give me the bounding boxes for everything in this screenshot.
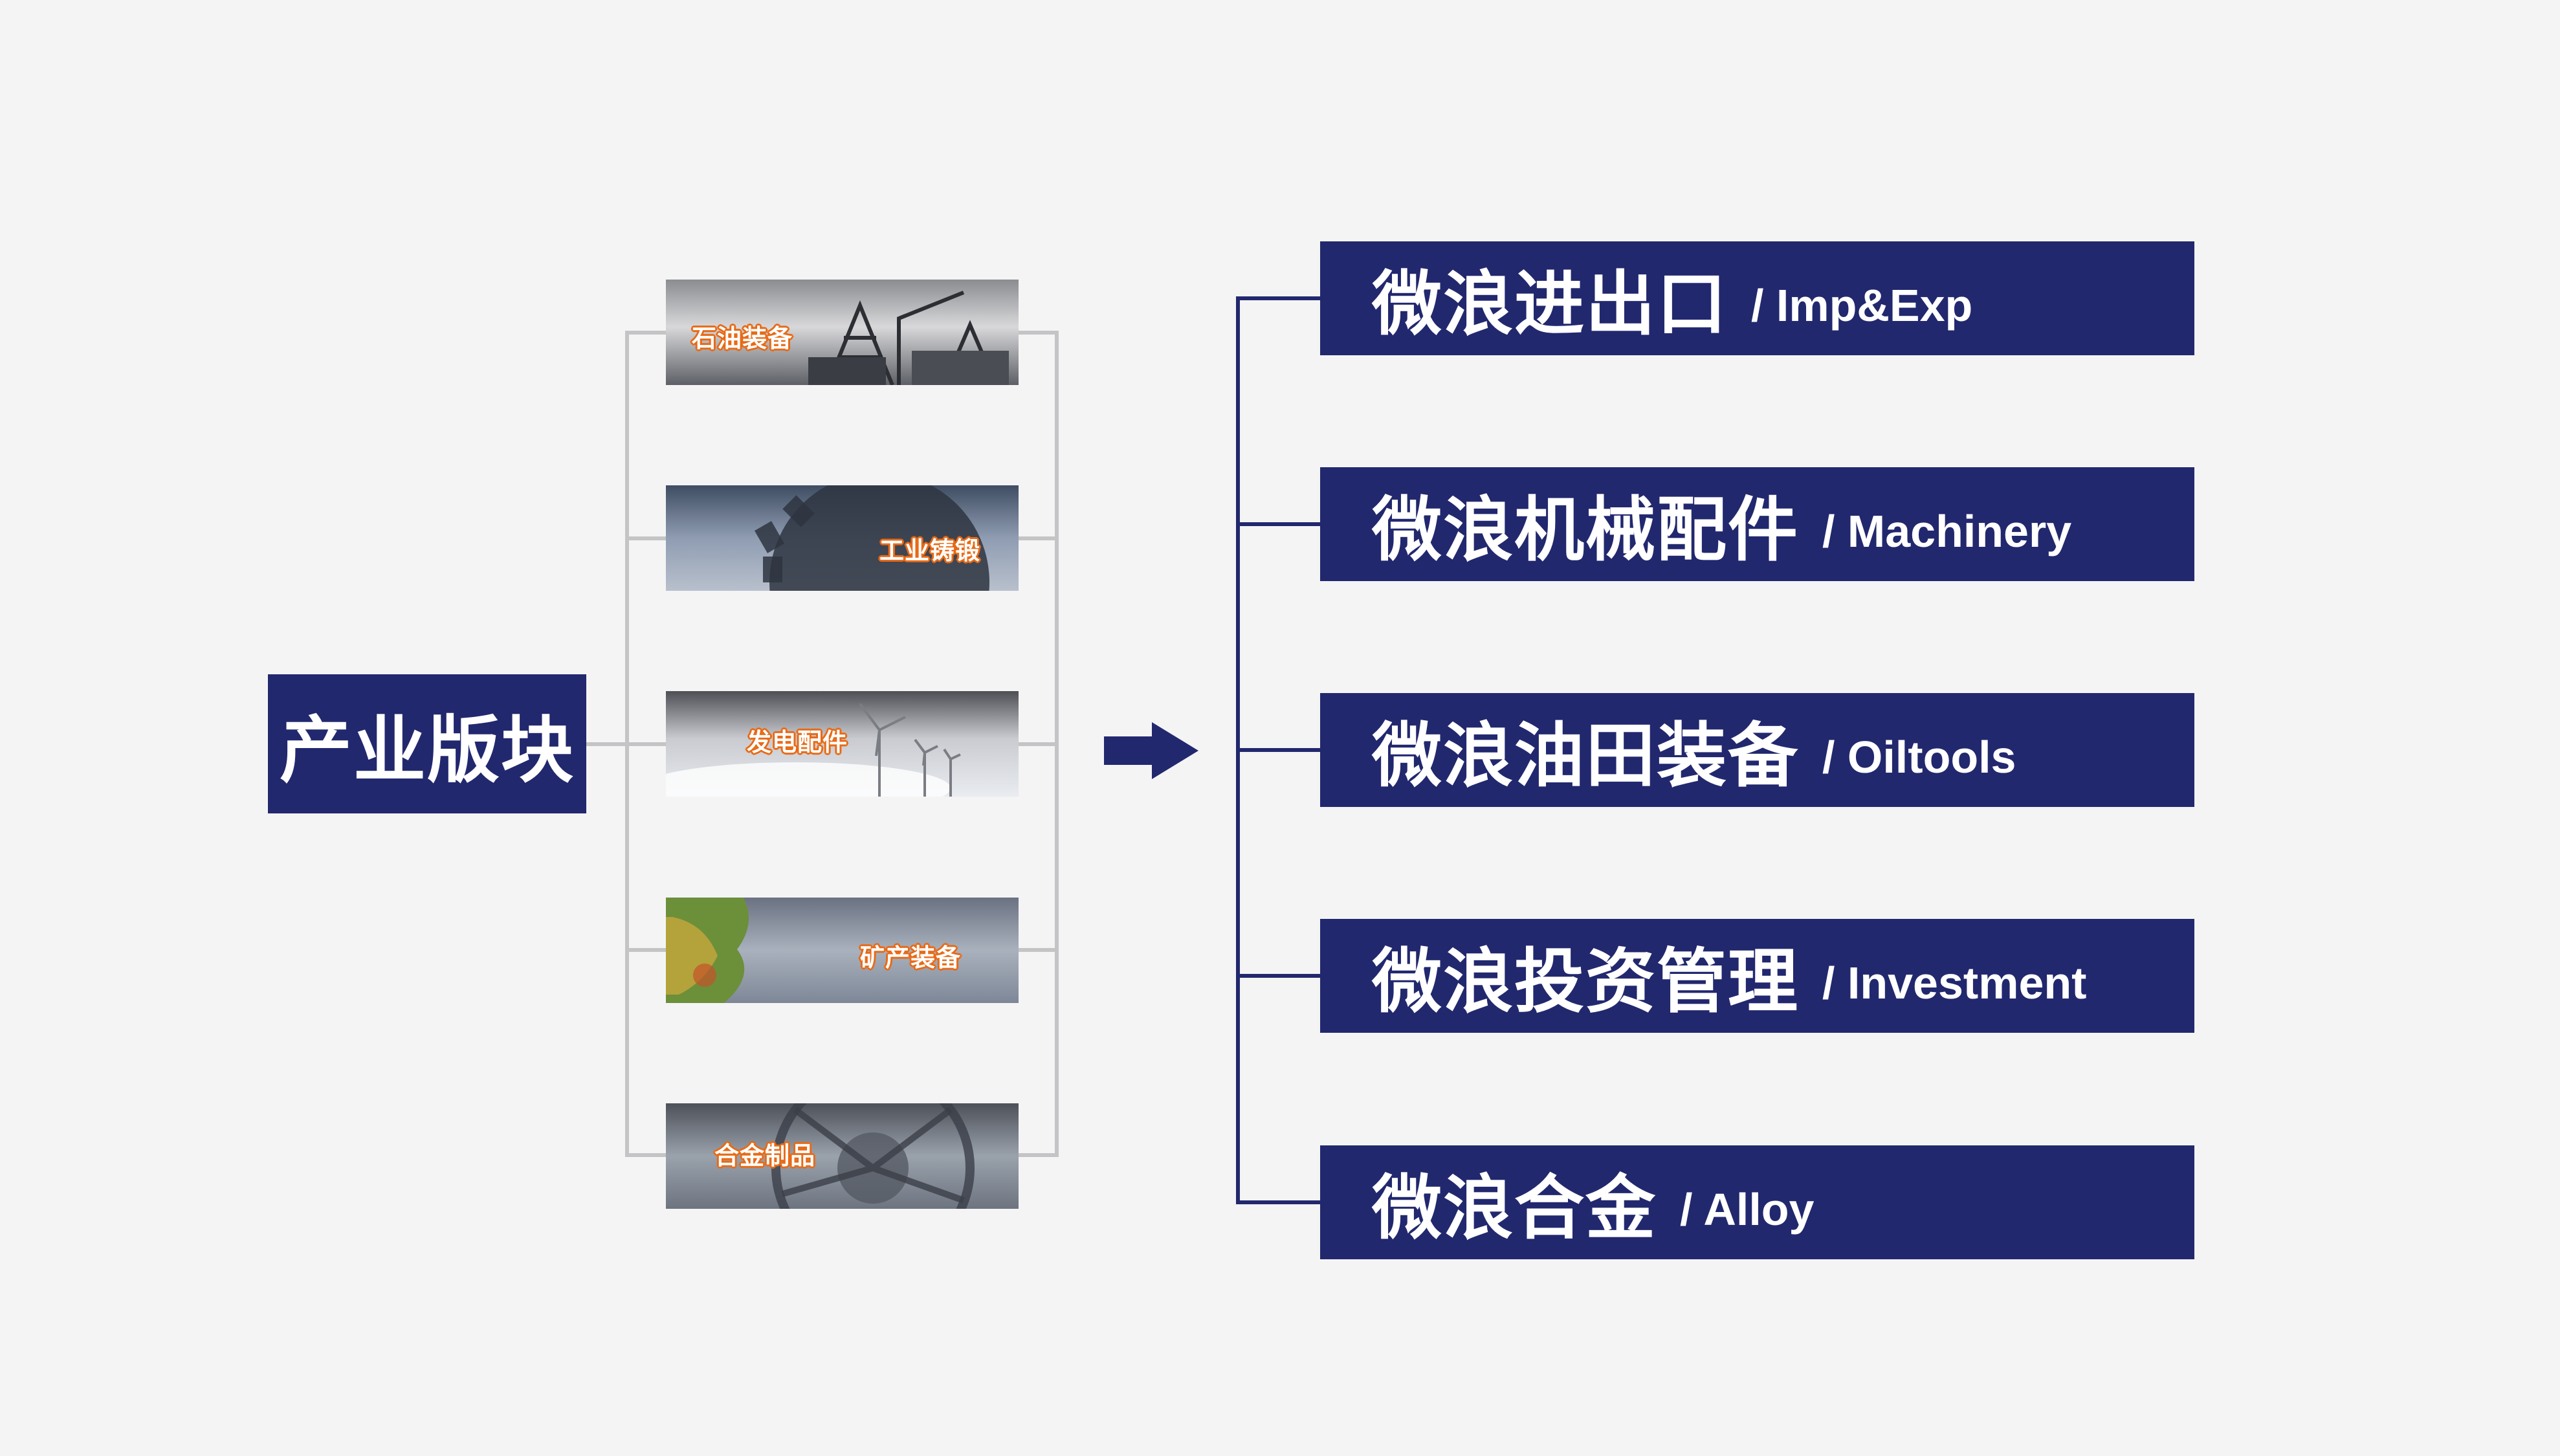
thumbnail-label: 石油装备 <box>692 324 793 353</box>
thumbnail-industrial-casting: 工业铸锻 <box>666 485 1019 591</box>
left-bracket-tick <box>625 948 666 952</box>
right-bracket-tick <box>1019 536 1059 540</box>
map-illustration <box>666 898 749 1003</box>
thumbnail-label: 工业铸锻 <box>879 536 981 565</box>
right-tree-tick <box>1236 522 1320 526</box>
root-category-box: 产业版块 <box>268 674 586 813</box>
category-alloy: 微浪合金 / Alloy <box>1320 1145 2194 1259</box>
category-investment: 微浪投资管理 / Investment <box>1320 919 2194 1033</box>
thumbnail-label: 合金制品 <box>714 1142 816 1170</box>
category-title-zh: 微浪机械配件 <box>1372 490 1800 571</box>
gear-illustration <box>755 485 989 591</box>
category-title-zh: 微浪油田装备 <box>1372 716 1800 797</box>
category-title-en: / Oiltools <box>1822 732 2016 782</box>
thumbnail-oil-equipment: 石油装备 <box>666 280 1019 385</box>
right-tree-tick <box>1236 296 1320 300</box>
thumbnail-label: 发电配件 <box>747 728 848 756</box>
category-title-zh: 微浪投资管理 <box>1372 942 1800 1022</box>
category-title-en: / Imp&Exp <box>1751 280 1973 331</box>
thumbnail-label: 矿产装备 <box>860 943 962 972</box>
left-bracket-tick <box>625 536 666 540</box>
right-tree-tick <box>1236 748 1320 752</box>
thumbnail-alloy-products: 合金制品 <box>666 1103 1019 1209</box>
category-machinery: 微浪机械配件 / Machinery <box>1320 467 2194 581</box>
left-bracket-tick <box>625 1153 666 1157</box>
right-bracket-tick <box>1019 331 1059 335</box>
root-category-label: 产业版块 <box>280 708 575 793</box>
right-bracket-tick <box>1019 948 1059 952</box>
category-oiltools: 微浪油田装备 / Oiltools <box>1320 693 2194 807</box>
left-bracket-tick <box>625 742 666 746</box>
arrow-right-icon <box>1104 722 1198 779</box>
wind-turbine-illustration <box>666 703 961 797</box>
category-title-en: / Investment <box>1822 958 2087 1008</box>
right-bracket-tick <box>1019 742 1059 746</box>
category-title-en: / Machinery <box>1822 506 2072 557</box>
right-bracket-tick <box>1019 1153 1059 1157</box>
category-title-zh: 微浪进出口 <box>1372 264 1728 345</box>
left-bracket-tick <box>625 331 666 335</box>
category-title-zh: 微浪合金 <box>1372 1168 1657 1249</box>
right-tree-tick <box>1236 1200 1320 1204</box>
root-connector-line <box>586 742 625 746</box>
category-title-en: / Alloy <box>1680 1184 1815 1235</box>
right-tree-tick <box>1236 974 1320 978</box>
wheel-illustration <box>771 1103 975 1209</box>
thumbnail-power-parts: 发电配件 <box>666 691 1019 797</box>
category-imp-exp: 微浪进出口 / Imp&Exp <box>1320 241 2194 355</box>
thumbnail-mining-equipment: 矿产装备 <box>666 898 1019 1003</box>
oil-rig-illustration <box>808 291 1009 385</box>
